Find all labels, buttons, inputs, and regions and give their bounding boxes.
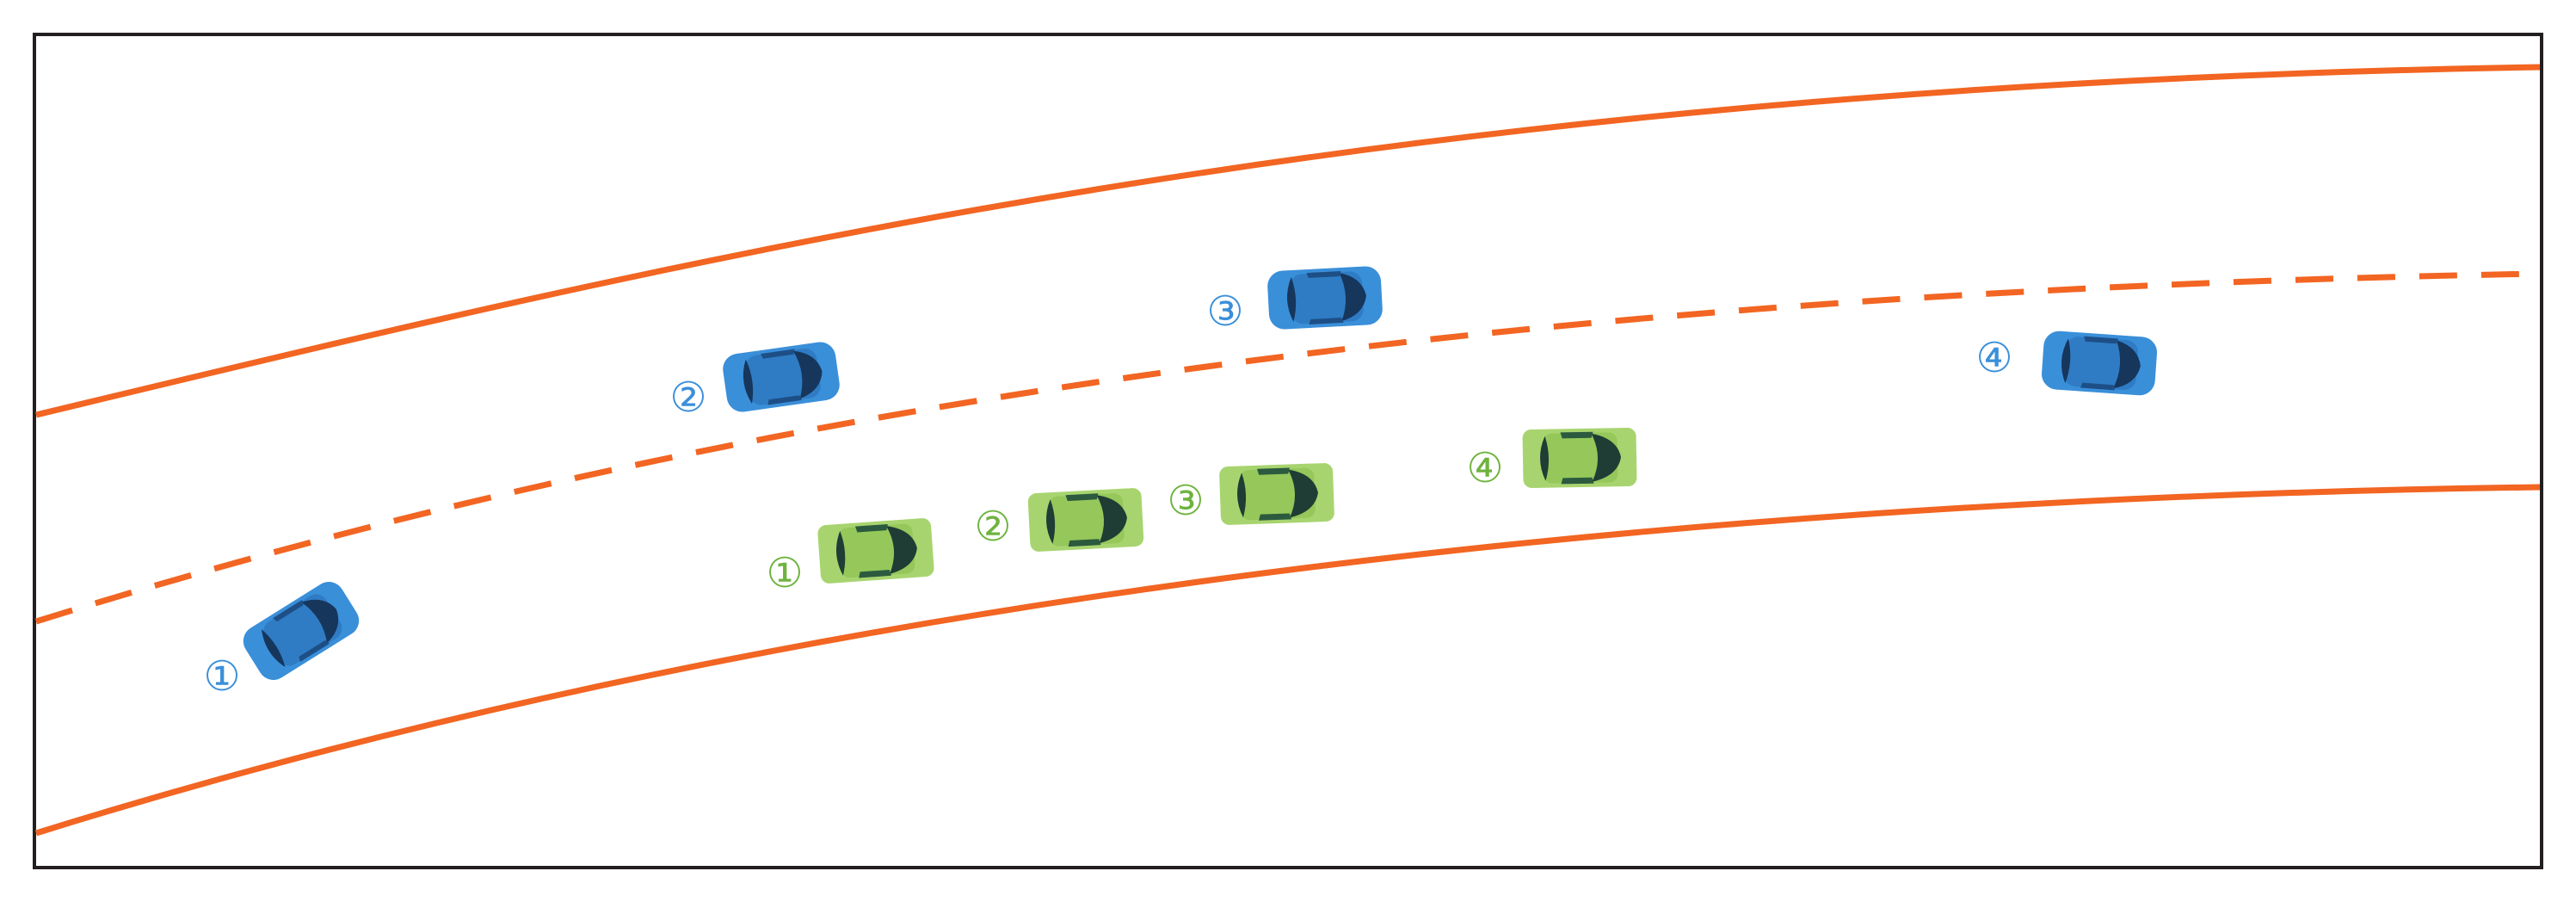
road-upper-boundary: [35, 64, 2541, 418]
green-car-3-marker: ③: [1167, 477, 1204, 525]
blue-car-3-marker: ③: [1206, 287, 1243, 336]
blue-marker-group: ① ② ③ ④: [203, 287, 2012, 701]
green-car-3: [1218, 462, 1335, 526]
blue-car-3-label: ③: [1206, 287, 1243, 336]
blue-car-2-marker: ②: [669, 374, 706, 422]
green-car-1-label: ①: [766, 549, 803, 597]
diagram-frame: [33, 33, 2543, 869]
green-marker-group: ① ② ③ ④: [766, 444, 1503, 597]
green-car-3-label: ③: [1167, 477, 1204, 525]
blue-car-1-label: ①: [203, 652, 240, 701]
blue-car-3: [1266, 265, 1384, 331]
blue-car-4-marker: ④: [1975, 334, 2012, 382]
green-car-2: [1027, 487, 1144, 553]
blue-car-2-label: ②: [669, 374, 706, 422]
road: [34, 64, 2541, 837]
blue-car-1-marker: ①: [203, 652, 240, 701]
green-car-1-marker: ①: [766, 549, 803, 597]
blue-car-4: [2040, 330, 2159, 397]
blue-car-4-label: ④: [1975, 334, 2012, 382]
green-car-2-marker: ②: [974, 503, 1011, 551]
road-lower-boundary: [34, 484, 2541, 837]
green-car-2-label: ②: [974, 503, 1011, 551]
green-car-4-label: ④: [1466, 444, 1503, 492]
green-car-4-marker: ④: [1466, 444, 1503, 492]
road-center-dashed-line: [34, 270, 2541, 625]
green-car-1: [817, 517, 935, 584]
green-car-4: [1522, 427, 1637, 489]
